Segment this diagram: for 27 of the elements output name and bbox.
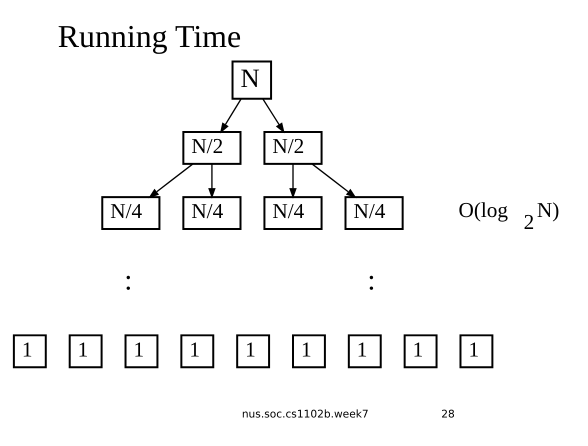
- node-box: 1: [124, 334, 158, 368]
- node-box: N: [232, 60, 272, 100]
- node-box: 1: [68, 334, 103, 368]
- node-box: N/4: [182, 196, 242, 230]
- node-box: 1: [236, 334, 270, 368]
- label: nus.soc.cs1102b.week7: [242, 408, 369, 421]
- node-box: 1: [12, 334, 47, 368]
- label: :: [367, 264, 376, 297]
- label: :: [124, 264, 132, 297]
- arrow: [312, 164, 357, 198]
- node-box: N/2: [182, 130, 242, 165]
- node-box: 1: [404, 334, 438, 368]
- node-box: 1: [348, 334, 382, 368]
- node-box: 1: [180, 334, 214, 368]
- arrow: [220, 98, 242, 134]
- arrow: [208, 164, 216, 199]
- node-box: 1: [459, 334, 494, 368]
- label: 28: [441, 408, 455, 421]
- arrow: [148, 164, 194, 198]
- node-box: N/4: [101, 196, 160, 230]
- arrow: [289, 164, 297, 199]
- diagram-title: Running Time: [58, 19, 242, 54]
- node-box: N/2: [263, 130, 323, 165]
- node-box: N/4: [344, 196, 404, 230]
- node-box: 1: [292, 334, 326, 368]
- arrow: [262, 98, 285, 134]
- node-box: N/4: [263, 196, 323, 230]
